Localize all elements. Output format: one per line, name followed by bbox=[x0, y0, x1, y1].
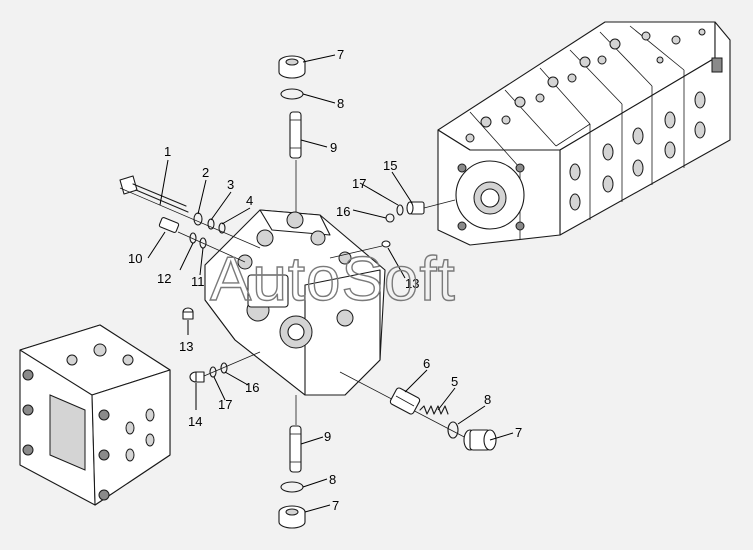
callout-16-upper: 16 bbox=[336, 204, 350, 219]
plug-13-left bbox=[182, 307, 194, 320]
callout-7-right: 7 bbox=[515, 425, 522, 440]
fitting-14 bbox=[189, 371, 205, 383]
ring-2 bbox=[193, 212, 203, 226]
callout-17-upper: 17 bbox=[352, 176, 366, 191]
central-valve-body bbox=[204, 209, 386, 396]
o-ring-8-right bbox=[447, 421, 459, 439]
plug-7-bottom bbox=[278, 505, 306, 529]
callout-7-bottom: 7 bbox=[332, 498, 339, 513]
callout-14: 14 bbox=[188, 414, 202, 429]
o-ring-8-bottom bbox=[280, 481, 304, 493]
callout-9-top: 9 bbox=[330, 140, 337, 155]
callout-8-right: 8 bbox=[484, 392, 491, 407]
leader-lines bbox=[147, 54, 514, 513]
plug-7-top bbox=[278, 55, 306, 79]
callout-13-left: 13 bbox=[179, 339, 193, 354]
callout-1: 1 bbox=[164, 144, 171, 159]
callout-16-lower: 16 bbox=[245, 380, 259, 395]
ring-17-upper bbox=[396, 204, 404, 216]
plug-7-right bbox=[463, 429, 497, 451]
callout-labels: 1 2 3 4 5 6 7 7 7 8 8 8 9 9 10 11 12 13 … bbox=[128, 47, 522, 513]
plug-13-right bbox=[329, 240, 391, 259]
callout-8-top: 8 bbox=[337, 96, 344, 111]
callout-11: 11 bbox=[191, 274, 205, 289]
bolt-1 bbox=[119, 175, 261, 249]
callout-3: 3 bbox=[227, 177, 234, 192]
spring-5 bbox=[419, 405, 449, 415]
o-ring-8-top bbox=[280, 88, 304, 100]
fitting-15 bbox=[406, 201, 425, 215]
fitting-10 bbox=[158, 217, 246, 263]
spool-9-top bbox=[289, 111, 302, 159]
callout-17-lower: 17 bbox=[218, 397, 232, 412]
valve-stack-assembly bbox=[437, 21, 731, 246]
callout-5: 5 bbox=[451, 374, 458, 389]
callout-4: 4 bbox=[246, 193, 253, 208]
callout-2: 2 bbox=[202, 165, 209, 180]
callout-8-bottom: 8 bbox=[329, 472, 336, 487]
callout-9-bottom: 9 bbox=[324, 429, 331, 444]
ring-4 bbox=[218, 222, 226, 234]
ring-16-lower bbox=[220, 362, 228, 374]
callout-6: 6 bbox=[423, 356, 430, 371]
left-valve-section bbox=[19, 324, 171, 506]
ring-17-lower bbox=[209, 366, 217, 378]
spool-9-bottom bbox=[289, 425, 302, 473]
sleeve-6 bbox=[389, 387, 421, 415]
ring-16-upper bbox=[385, 213, 395, 223]
callout-12: 12 bbox=[157, 271, 171, 286]
callout-13-right: 13 bbox=[405, 276, 419, 291]
ring-3 bbox=[207, 218, 215, 230]
callout-15: 15 bbox=[383, 158, 397, 173]
callout-10: 10 bbox=[128, 251, 142, 266]
callout-7-top: 7 bbox=[337, 47, 344, 62]
watermark: AutoSoft bbox=[210, 245, 456, 314]
